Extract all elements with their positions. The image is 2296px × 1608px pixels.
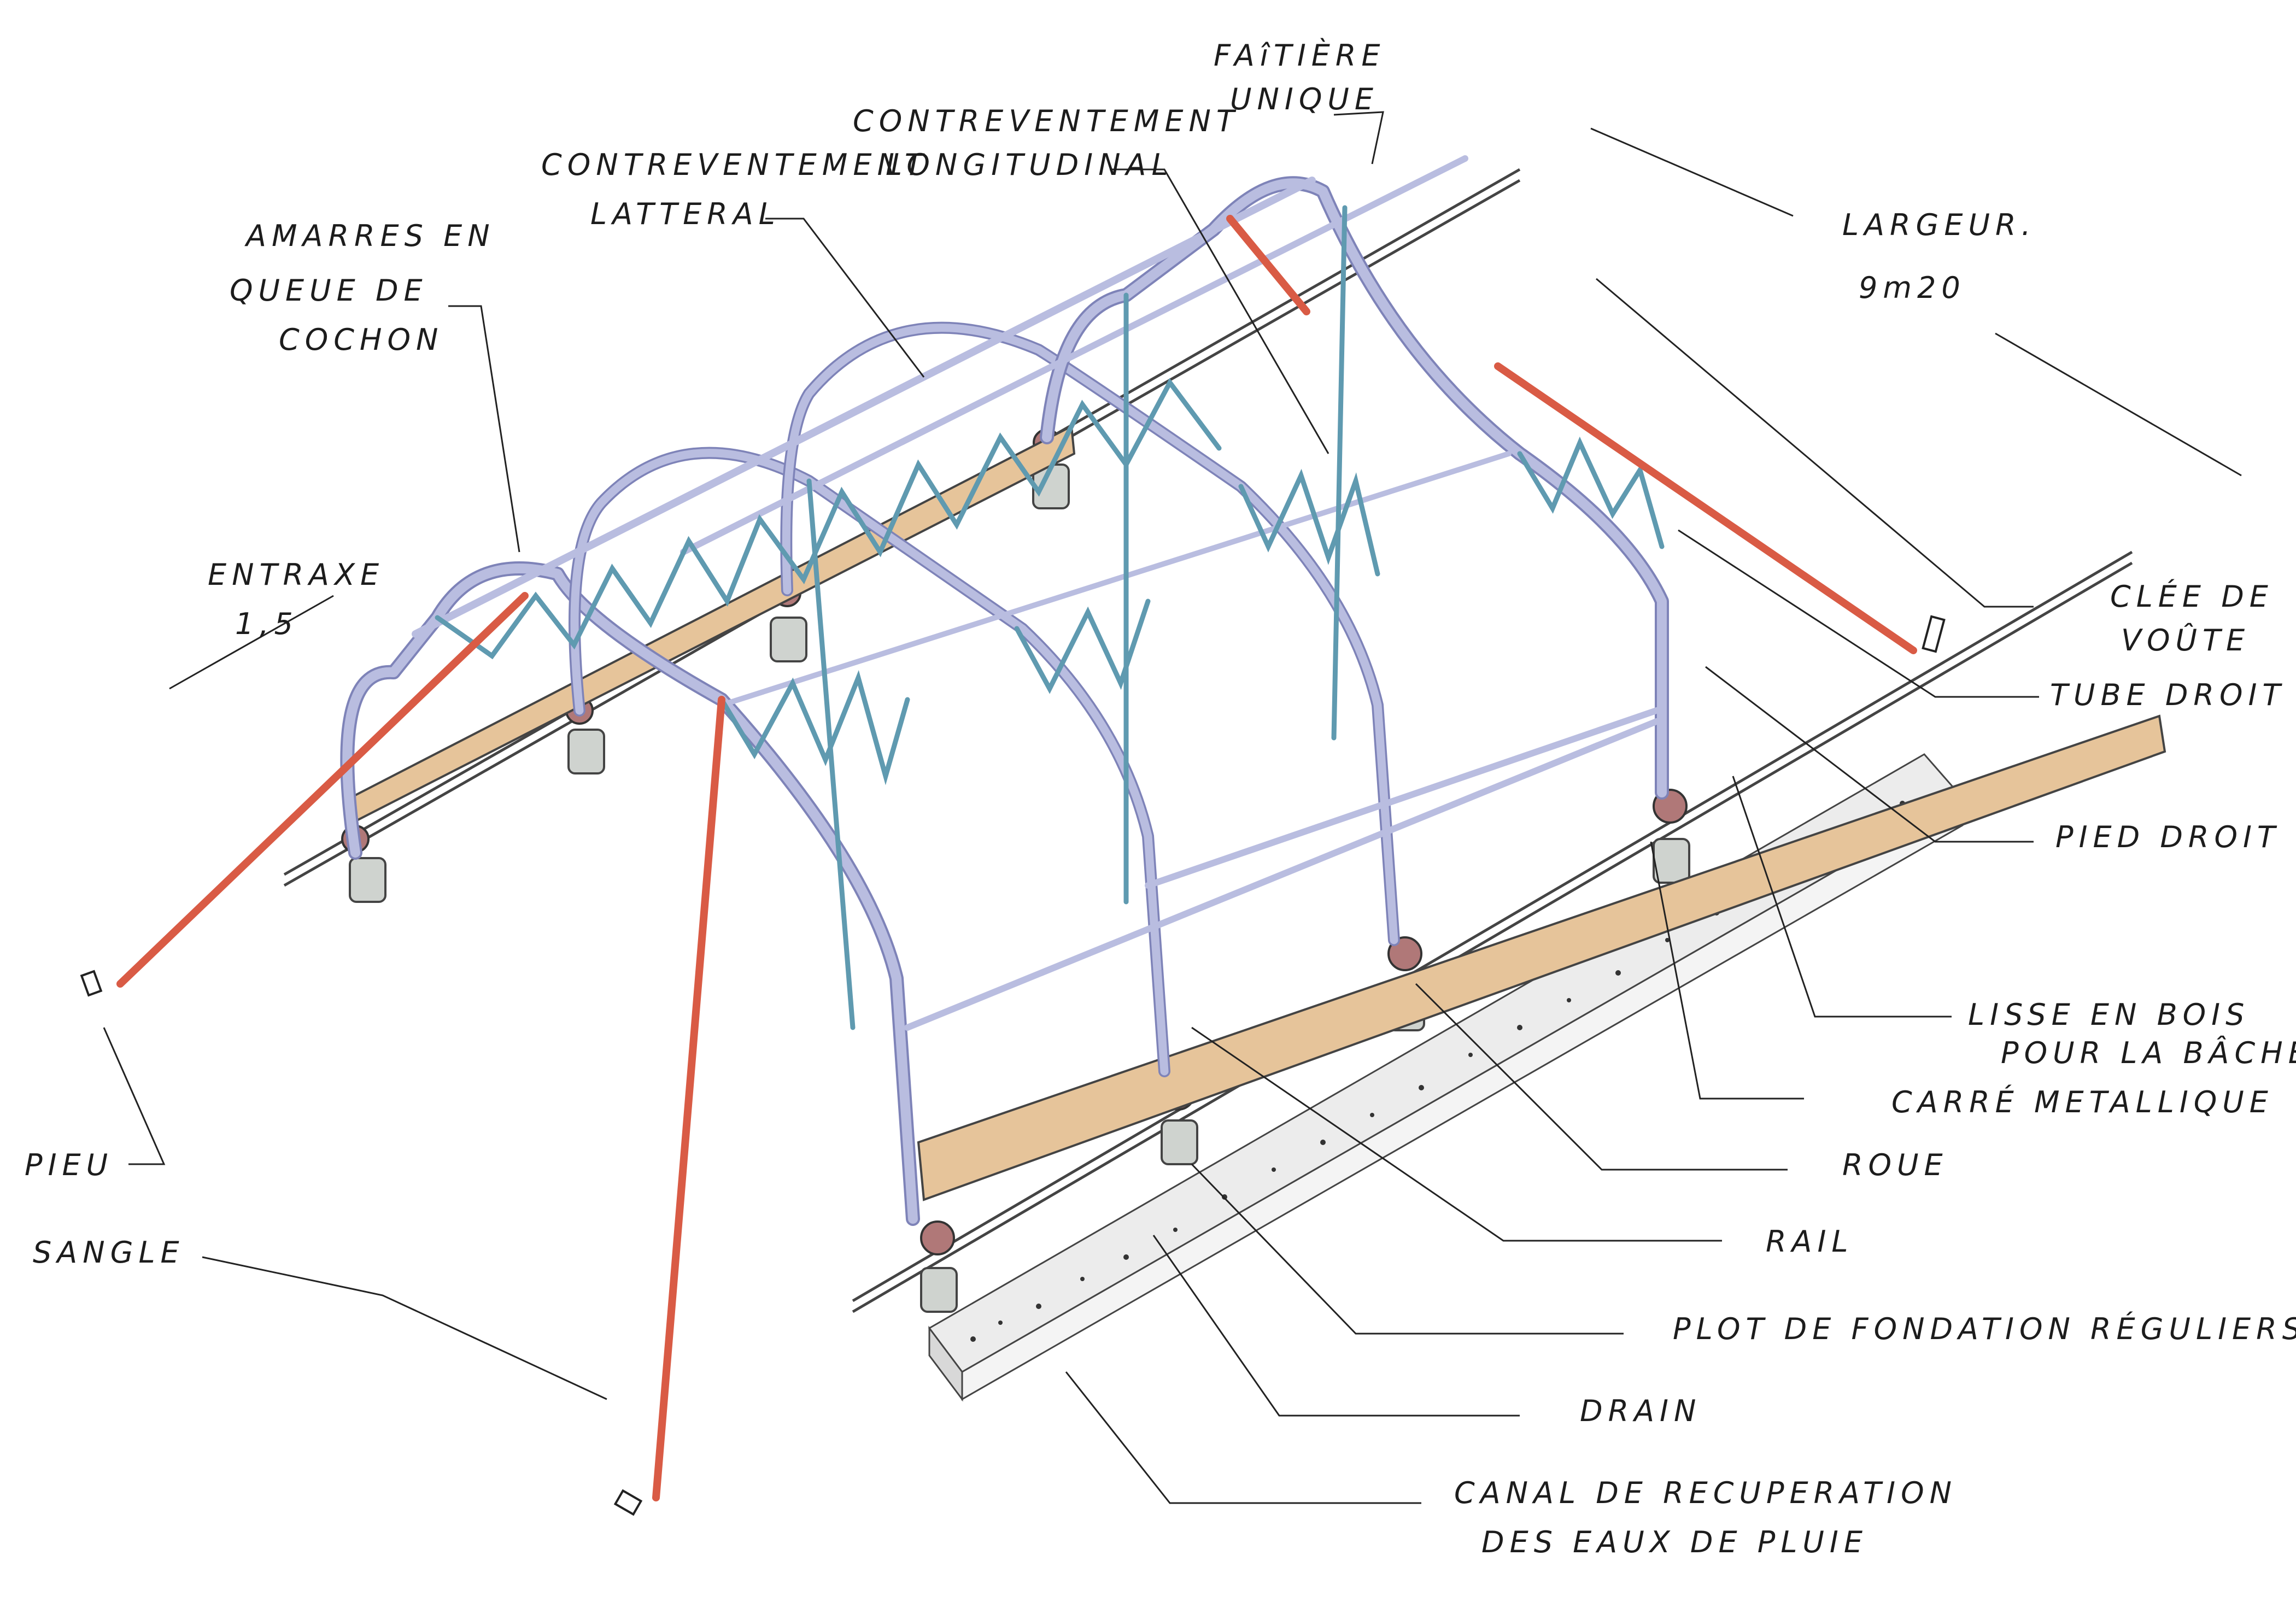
label-carre: CARRÉ METALLIQUE bbox=[1891, 1085, 2274, 1119]
wheel-icon bbox=[920, 1220, 955, 1255]
truss-bracing bbox=[435, 205, 1665, 1030]
label-entraxe-1: ENTRAXE bbox=[208, 557, 384, 592]
label-amarres-2: QUEUE DE bbox=[230, 273, 428, 308]
label-contrev-longi-2: LONGITUDINAL bbox=[886, 148, 1174, 182]
label-drain: DRAIN bbox=[1580, 1394, 1701, 1428]
label-rail: RAIL bbox=[1766, 1224, 1853, 1259]
label-clee-1: CLÉE DE bbox=[2110, 579, 2274, 614]
label-pieu: PIEU bbox=[25, 1148, 113, 1182]
arch-frames bbox=[340, 155, 1669, 1226]
label-clee-2: VOÛTE bbox=[2121, 623, 2250, 658]
label-canal-1: CANAL DE RECUPERATION bbox=[1454, 1476, 1957, 1510]
tie-down-straps bbox=[116, 215, 1917, 1501]
label-contrev-lat-2: LATTERAL bbox=[590, 197, 781, 231]
label-contrev-longi-1: CONTREVENTEMENT bbox=[853, 104, 1240, 138]
stake-icon bbox=[613, 1489, 643, 1516]
stake-icon bbox=[80, 970, 103, 997]
footing-icon bbox=[349, 857, 386, 903]
label-amarres-1: AMARRES EN bbox=[244, 219, 495, 253]
label-faitiere-2: UNIQUE bbox=[1230, 82, 1379, 116]
footings bbox=[349, 463, 1690, 1313]
footing-icon bbox=[770, 617, 807, 662]
label-sangle: SANGLE bbox=[33, 1235, 185, 1270]
leader-lines bbox=[103, 111, 2242, 1504]
label-faitiere-1: FAîTIÈRE bbox=[1214, 38, 1386, 73]
label-largeur-2: 9m20 bbox=[1859, 271, 1966, 305]
stakes bbox=[80, 615, 1946, 1516]
wood-sills bbox=[348, 424, 2166, 1201]
label-lisse-2: POUR LA BÂCHE bbox=[2001, 1036, 2296, 1070]
label-contrev-lat-1: CONTREVENTEMENT bbox=[541, 148, 928, 182]
wheel-icon bbox=[1387, 936, 1422, 971]
footing-icon bbox=[1161, 1119, 1198, 1165]
label-largeur-1: LARGEUR. bbox=[1842, 208, 2036, 242]
footing-icon bbox=[1653, 838, 1690, 884]
label-pied-droit: PIED DROIT bbox=[2055, 820, 2281, 854]
rails bbox=[283, 168, 2133, 1313]
labels: FAîTIÈRE UNIQUE CONTREVENTEMENT LONGITUD… bbox=[25, 38, 2296, 1559]
label-entraxe-2: 1,5 bbox=[235, 607, 298, 641]
label-tube-droit: TUBE DROIT bbox=[2050, 678, 2286, 712]
label-canal-2: DES EAUX DE PLUIE bbox=[1481, 1525, 1868, 1559]
footing-icon bbox=[567, 729, 605, 774]
label-plot: PLOT DE FONDATION RÉGULIERS bbox=[1673, 1312, 2296, 1346]
label-lisse-1: LISSE EN BOIS bbox=[1968, 997, 2250, 1032]
footing-icon bbox=[920, 1267, 958, 1313]
label-roue: ROUE bbox=[1842, 1148, 1948, 1182]
label-amarres-3: COCHON bbox=[279, 322, 443, 357]
stake-icon bbox=[1922, 615, 1946, 653]
